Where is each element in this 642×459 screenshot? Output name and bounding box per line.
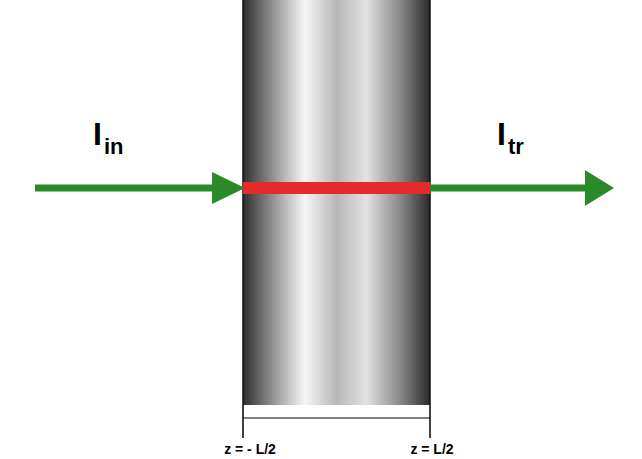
slab-edge xyxy=(429,0,431,405)
slab-edge xyxy=(242,0,244,405)
arrow-head xyxy=(212,172,245,204)
intensity-symbol: I xyxy=(93,118,102,150)
dimension-line xyxy=(243,418,430,419)
dimension-tick xyxy=(429,405,431,438)
beam-in-slab xyxy=(243,182,430,194)
boundary-label: z = - L/2 xyxy=(224,442,276,456)
intensity-subscript: in xyxy=(104,136,124,158)
arrow-head xyxy=(585,170,614,206)
slab xyxy=(243,0,430,405)
intensity-symbol: I xyxy=(497,118,506,150)
incident-beam xyxy=(35,185,222,192)
boundary-label: z = L/2 xyxy=(410,442,453,456)
dimension-tick xyxy=(242,405,244,438)
transmitted-beam xyxy=(430,185,595,192)
intensity-subscript: tr xyxy=(508,136,524,158)
